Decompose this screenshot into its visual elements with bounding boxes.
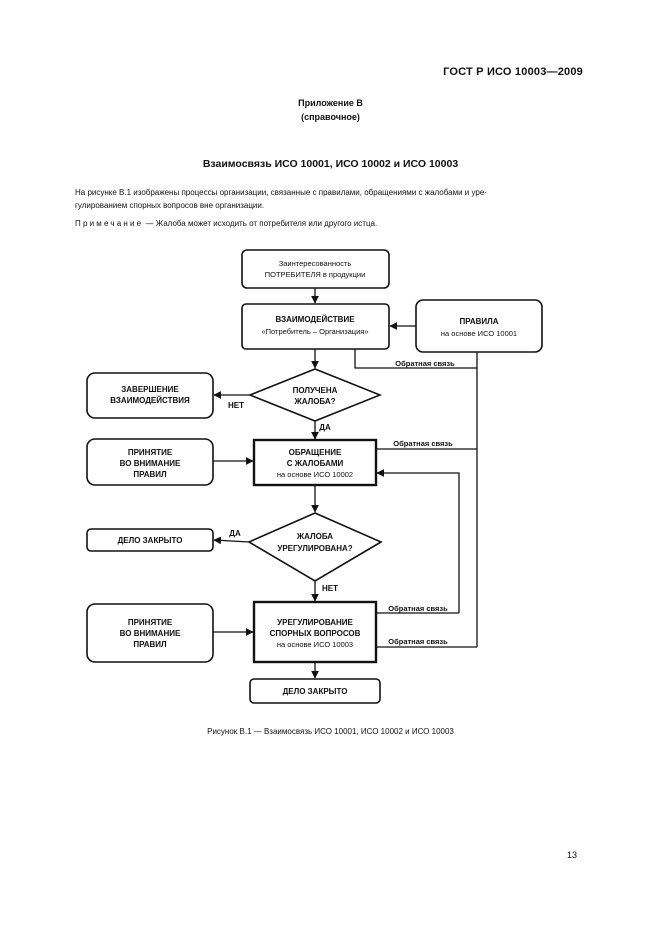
rules-subtitle: на основе ИСО 10001 (441, 329, 517, 338)
closed-text-1: ДЕЛО ЗАКРЫТО (118, 536, 183, 545)
interaction-title: ВЗАИМОДЕЙСТВИЕ (275, 315, 355, 324)
case-closed-box-1 (86, 528, 214, 552)
resolved-text-1: ЖАЛОБА (296, 532, 333, 541)
feedback-label-2: Обратная связь (393, 439, 453, 448)
complaint-received-decision (247, 368, 383, 422)
interest-text-1: Заинтересованность (279, 259, 352, 268)
accept1-text-2: ВО ВНИМАНИЕ (120, 459, 181, 468)
feedback-label-4: Обратная связь (388, 637, 448, 646)
intro-paragraph: На рисунке В.1 изображены процессы орган… (75, 186, 585, 212)
interest-box (241, 249, 390, 289)
received-text-1: ПОЛУЧЕНА (293, 386, 338, 395)
accept1-text-1: ПРИНЯТИЕ (128, 448, 173, 457)
accept-rules-box-1 (86, 438, 214, 486)
dispute-text-2: СПОРНЫХ ВОПРОСОВ (270, 629, 361, 638)
appendix-heading: Приложение В (справочное) (0, 96, 661, 124)
end-title-2: ВЗАИМОДЕЙСТВИЯ (110, 396, 190, 405)
arrow-yes-to-closed (213, 536, 250, 545)
rules-box (415, 299, 543, 353)
note-paragraph: Примечание — Жалоба может исходить от по… (75, 217, 585, 230)
appendix-subtitle: (справочное) (301, 112, 360, 122)
feedback-return-to-handling (376, 469, 460, 613)
feedback-label-1: Обратная связь (395, 359, 455, 368)
intro-line-1: На рисунке В.1 изображены процессы орган… (75, 188, 487, 197)
accept1-text-3: ПРАВИЛ (133, 470, 167, 479)
accept2-text-1: ПРИНЯТИЕ (128, 618, 173, 627)
handling-text-2: С ЖАЛОБАМИ (287, 459, 344, 468)
end-interaction-box (86, 372, 214, 419)
document-standard-header: ГОСТ Р ИСО 10003—2009 (443, 66, 583, 78)
feedback-line-interaction (354, 349, 477, 369)
case-closed-box-2 (249, 678, 381, 704)
appendix-title: Приложение В (298, 98, 363, 108)
feedback-label-3: Обратная связь (388, 604, 448, 613)
interaction-subtitle: «Потребитель – Организация» (261, 327, 368, 336)
end-title-1: ЗАВЕРШЕНИЕ (121, 385, 179, 394)
closed-text-2: ДЕЛО ЗАКРЫТО (283, 687, 348, 696)
section-title: Взаимосвязь ИСО 10001, ИСО 10002 и ИСО 1… (202, 158, 459, 170)
figure-caption: Рисунок В.1 — Взаимосвязь ИСО 10001, ИСО… (207, 727, 454, 736)
decision-no-label-1: НЕТ (228, 401, 244, 410)
dispute-text-1: УРЕГУЛИРОВАНИЕ (277, 618, 353, 627)
resolved-text-2: УРЕГУЛИРОВАНА? (277, 544, 352, 553)
interest-text-2: ПОТРЕБИТЕЛЯ в продукции (265, 270, 366, 279)
decision-no-label-2: НЕТ (322, 584, 338, 593)
handling-text-3: на основе ИСО 10002 (277, 470, 353, 479)
received-text-2: ЖАЛОБА? (293, 397, 335, 406)
page-number: 13 (567, 850, 578, 860)
accept2-text-3: ПРАВИЛ (133, 640, 167, 649)
rules-title: ПРАВИЛА (459, 317, 498, 326)
dispute-text-3: на основе ИСО 10003 (277, 640, 353, 649)
accept2-text-2: ВО ВНИМАНИЕ (120, 629, 181, 638)
accept-rules-box-2 (86, 603, 214, 663)
intro-line-2: гулированием спорных вопросов вне органи… (75, 201, 265, 210)
note-text: — Жалоба может исходить от потребителя и… (143, 219, 378, 228)
note-label: Примечание (75, 219, 144, 228)
decision-yes-label-1: ДА (319, 423, 331, 432)
decision-yes-label-2: ДА (229, 529, 241, 538)
handling-text-1: ОБРАЩЕНИЕ (289, 448, 342, 457)
